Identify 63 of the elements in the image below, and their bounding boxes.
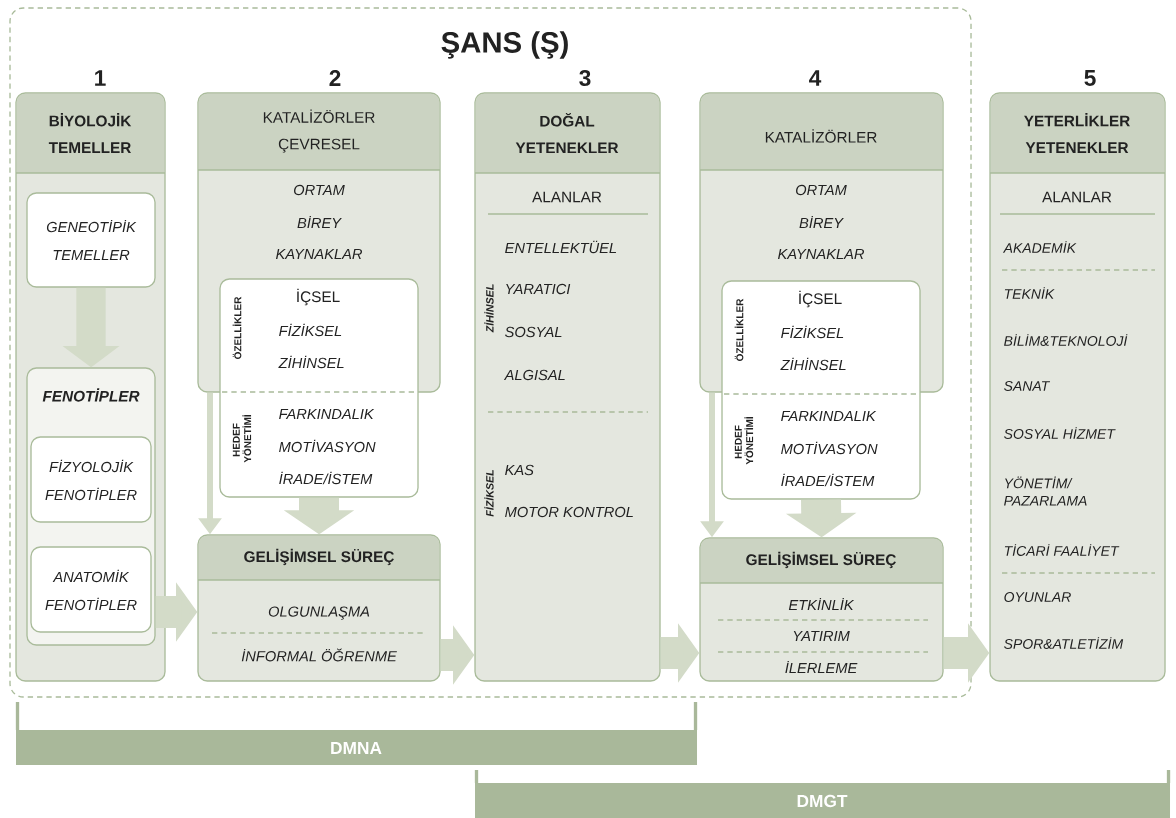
list-item: TİCARİ FAALİYET xyxy=(1004,544,1120,556)
list-item: TEKNİK xyxy=(1004,287,1055,299)
list-item: ZİHİNSEL xyxy=(780,357,846,371)
list-item: KAS xyxy=(505,464,534,476)
heading: İÇSEL xyxy=(799,290,842,308)
box-text: FİZYOLOJİK FENOTİPLER xyxy=(45,459,137,501)
list-item: ZİHİNSEL xyxy=(278,355,344,369)
column-number: 1 xyxy=(95,70,106,86)
list-item: SANAT xyxy=(1004,381,1051,391)
list-item: KAYNAKLAR xyxy=(276,248,363,260)
list-item: OYUNLAR xyxy=(1004,592,1071,602)
list-item: YARATICI xyxy=(506,283,571,295)
heading: DOĞAL YETENEKLER xyxy=(515,112,619,154)
list-item: SPOR&ATLETİZİM xyxy=(1004,637,1124,649)
list-item: SOSYAL xyxy=(505,326,562,338)
heading: İÇSEL xyxy=(297,288,340,306)
box-text: GENEOTİPİK TEMELLER xyxy=(46,219,137,261)
column-number: 2 xyxy=(329,70,341,86)
list-item: YATIRIM xyxy=(793,630,850,642)
heading: ALANLAR xyxy=(1042,191,1112,203)
list-item: ALGISAL xyxy=(503,369,565,381)
vertical-label: FİZİKSEL xyxy=(484,469,494,517)
list-item: BİREY xyxy=(297,215,342,229)
box-text: ANATOMİK FENOTİPLER xyxy=(45,569,137,611)
list-item: KAYNAKLAR xyxy=(778,248,865,260)
list-item: FARKINDALIK xyxy=(781,410,877,422)
list-item: YÖNETİM/ PAZARLAMA xyxy=(1004,476,1087,506)
heading: GELİŞİMSEL SÜREÇ xyxy=(746,551,896,569)
list-item: AKADEMİK xyxy=(1002,241,1077,253)
vertical-label: ZİHİNSEL xyxy=(484,284,494,333)
list-item: İRADE/İSTEM xyxy=(781,473,875,487)
list-item: MOTOR KONTROL xyxy=(505,506,633,518)
heading: GELİŞİMSEL SÜREÇ xyxy=(244,548,394,566)
list-item: ENTELLEKTÜEL xyxy=(505,240,617,254)
column-number: 5 xyxy=(1084,70,1096,86)
heading: YETERLİKLER YETENEKLER xyxy=(1024,113,1130,153)
list-item: MOTİVASYON xyxy=(279,439,376,453)
list-item: İLERLEME xyxy=(785,660,858,674)
list-item: ORTAM xyxy=(796,184,847,196)
vertical-label: HEDEF YÖNETİMİ xyxy=(734,417,754,465)
vertical-label: ÖZELLİKLER xyxy=(734,298,744,361)
list-item: FİZİKSEL xyxy=(279,323,342,337)
title: ŞANS (Ş) xyxy=(441,31,568,59)
list-item: MOTİVASYON xyxy=(781,441,878,455)
vertical-label: ÖZELLİKLER xyxy=(232,296,242,359)
heading: FENOTİPLER xyxy=(42,388,140,402)
list-item: BİLİM&TEKNOLOJİ xyxy=(1004,334,1128,346)
list-item: BİREY xyxy=(799,215,844,229)
list-item: İRADE/İSTEM xyxy=(279,471,373,485)
heading: ALANLAR xyxy=(532,191,602,203)
heading: KATALİZÖRLER ÇEVRESEL xyxy=(263,109,375,153)
column-number: 3 xyxy=(579,69,591,87)
vertical-label: HEDEF YÖNETİMİ xyxy=(232,415,252,463)
list-item: ETKİNLİK xyxy=(788,597,855,611)
list-item: OLGUNLAŞMA xyxy=(268,606,370,620)
list-item: ORTAM xyxy=(294,184,345,196)
list-item: FİZİKSEL xyxy=(781,325,844,339)
list-item: SOSYAL HİZMET xyxy=(1004,427,1116,439)
heading: BİYOLOJİK TEMELLER xyxy=(48,113,132,153)
column-number: 4 xyxy=(809,70,822,86)
heading: KATALİZÖRLER xyxy=(765,129,877,143)
list-item: İNFORMAL ÖĞRENME xyxy=(241,648,397,662)
list-item: FARKINDALIK xyxy=(279,408,375,420)
